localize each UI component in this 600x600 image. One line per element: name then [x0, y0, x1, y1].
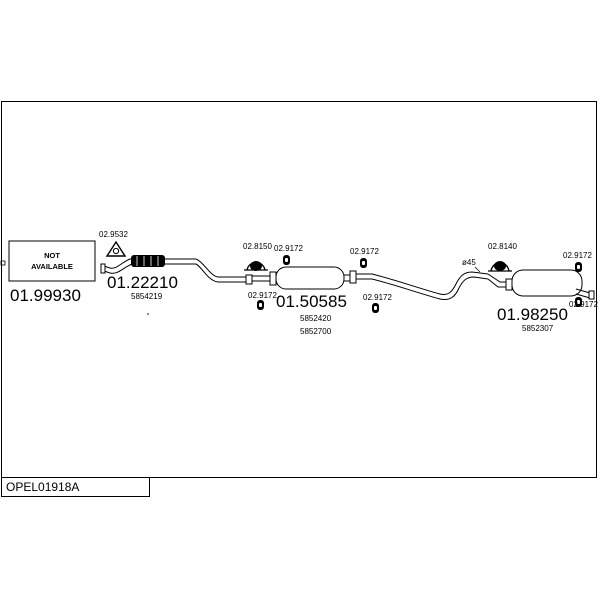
- mount-label-left-bottom[interactable]: 02.9172: [248, 291, 277, 300]
- not-available-line1: NOT: [44, 251, 60, 260]
- gasket-icon[interactable]: [105, 240, 127, 257]
- not-available-box: [8, 240, 96, 282]
- intermediate-pipe[interactable]: [356, 271, 489, 300]
- middle-silencer[interactable]: [252, 266, 357, 290]
- rubber-mount-icon[interactable]: [257, 300, 264, 310]
- rubber-mount-icon[interactable]: [575, 297, 582, 307]
- rubber-mount-icon[interactable]: [360, 258, 367, 268]
- part-number-middle-silencer[interactable]: 01.50585: [276, 292, 347, 311]
- mount-label-rear-top[interactable]: 02.9172: [563, 251, 592, 260]
- diameter-leader: [474, 266, 481, 273]
- mount-label-right-top[interactable]: 02.9172: [350, 247, 379, 256]
- clamp-label-rear[interactable]: 02.8140: [488, 242, 517, 251]
- flex-pipe-section[interactable]: [131, 255, 165, 267]
- clamp-label-middle[interactable]: 02.8150: [243, 242, 272, 251]
- oe-number-front-pipe: 5854219: [131, 292, 163, 301]
- mount-label-right-bottom[interactable]: 02.9172: [363, 293, 392, 302]
- rubber-mount-icon[interactable]: [575, 262, 582, 272]
- clamp-icon[interactable]: [244, 261, 268, 271]
- diagram-frame: [1, 101, 597, 478]
- gasket-label[interactable]: 02.9532: [99, 230, 128, 239]
- reference-code-box: OPEL01918A: [1, 477, 150, 497]
- rubber-mount-icon[interactable]: [283, 255, 290, 265]
- mount-label-left-top[interactable]: 02.9172: [274, 244, 303, 253]
- pipe-diameter-label: ø45: [462, 258, 476, 267]
- left-edge-marker: [0, 260, 6, 266]
- part-number-front-pipe[interactable]: 01.22210: [107, 273, 178, 292]
- not-available-line2: AVAILABLE: [31, 262, 73, 271]
- mount-label-rear-bottom[interactable]: 02.9172: [569, 300, 598, 309]
- part-number-rear-silencer[interactable]: 01.98250: [497, 305, 568, 324]
- dot-mark: [147, 313, 149, 315]
- not-available-part[interactable]: NOT AVAILABLE: [8, 240, 96, 282]
- part-number-not-available[interactable]: 01.99930: [10, 286, 81, 305]
- clamp-icon[interactable]: [488, 261, 512, 272]
- reference-code: OPEL01918A: [6, 480, 80, 494]
- oe-number-middle-1: 5852420: [300, 314, 332, 323]
- rear-silencer[interactable]: [487, 269, 595, 300]
- rubber-mount-icon[interactable]: [372, 303, 379, 313]
- oe-number-rear-silencer: 5852307: [522, 324, 554, 333]
- oe-number-middle-2: 5852700: [300, 327, 332, 336]
